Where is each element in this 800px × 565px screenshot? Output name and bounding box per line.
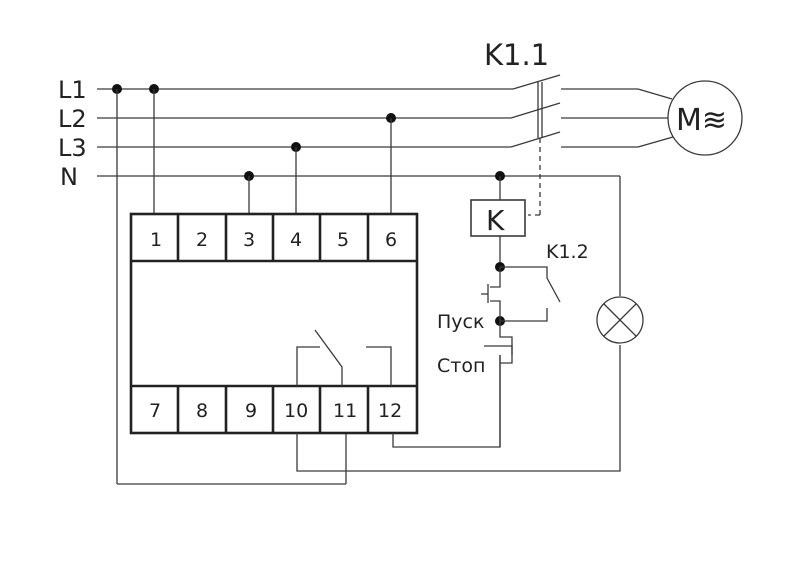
contactor-k1-2	[500, 266, 561, 322]
terminal-3: 3	[243, 229, 255, 251]
terminal-5: 5	[337, 229, 349, 251]
terminal-1: 1	[150, 229, 162, 251]
coil-k: K	[470, 199, 526, 237]
terminal-6: 6	[385, 229, 397, 251]
terminal-11: 11	[333, 400, 357, 422]
relay-internal-contact	[296, 329, 392, 386]
terminal-12: 12	[378, 400, 402, 422]
label-l1: L1	[58, 76, 87, 104]
motor-label: M≋	[676, 103, 727, 138]
bus-l3	[97, 131, 674, 148]
start-button	[481, 267, 501, 321]
lamp	[596, 296, 644, 344]
terminal-2: 2	[196, 229, 208, 251]
terminal-4: 4	[290, 229, 302, 251]
label-l2: L2	[58, 105, 87, 133]
terminal-10: 10	[284, 400, 308, 422]
bus-l2	[97, 102, 668, 119]
bus-l1	[97, 74, 673, 100]
k1-2-label: K1.2	[546, 241, 589, 263]
label-n: N	[60, 163, 78, 191]
coil-label: K	[486, 204, 505, 237]
label-l3: L3	[58, 134, 87, 162]
motor: M≋	[667, 80, 743, 156]
stop-button	[484, 321, 513, 447]
terminal-8: 8	[196, 400, 208, 422]
contactor-k1-1	[528, 82, 543, 216]
stop-label: Стоп	[437, 355, 485, 377]
relay-module	[129, 212, 419, 435]
start-label: Пуск	[437, 311, 484, 333]
terminal-9: 9	[245, 400, 257, 422]
k1-1-label: K1.1	[484, 38, 549, 72]
terminal-7: 7	[149, 400, 161, 422]
